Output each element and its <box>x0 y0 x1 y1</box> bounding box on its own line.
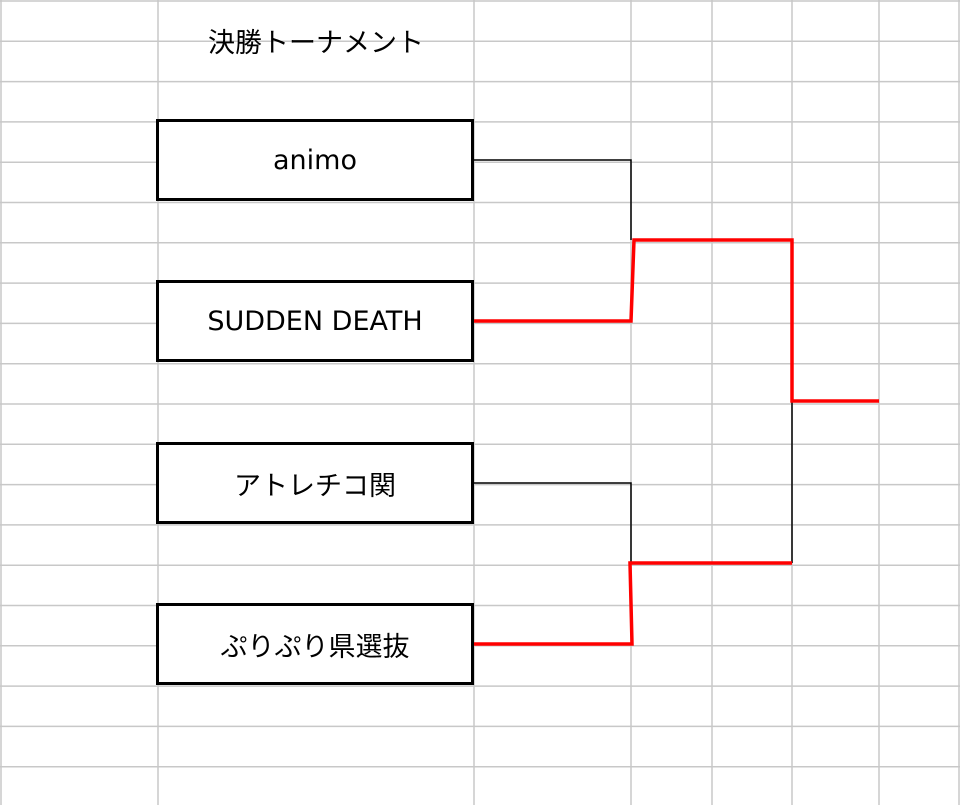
team-box-3: アトレチコ関 <box>156 442 474 524</box>
team-box-2: SUDDEN DEATH <box>156 280 474 362</box>
team-name-1: animo <box>273 144 357 176</box>
bracket-line-team-3 <box>474 482 632 563</box>
team-name-3: アトレチコ関 <box>234 470 396 502</box>
team-box-1: animo <box>156 119 474 201</box>
team-box-4: ぷりぷり県選抜 <box>156 603 474 685</box>
team-name-4: ぷりぷり県選抜 <box>220 631 410 663</box>
bracket-line-team-1 <box>474 159 632 240</box>
bracket-line-team-2-win <box>474 238 879 403</box>
bracket-title: 決勝トーナメント <box>208 27 424 59</box>
team-name-2: SUDDEN DEATH <box>207 305 423 337</box>
bracket-line-team-4-win <box>474 561 792 646</box>
